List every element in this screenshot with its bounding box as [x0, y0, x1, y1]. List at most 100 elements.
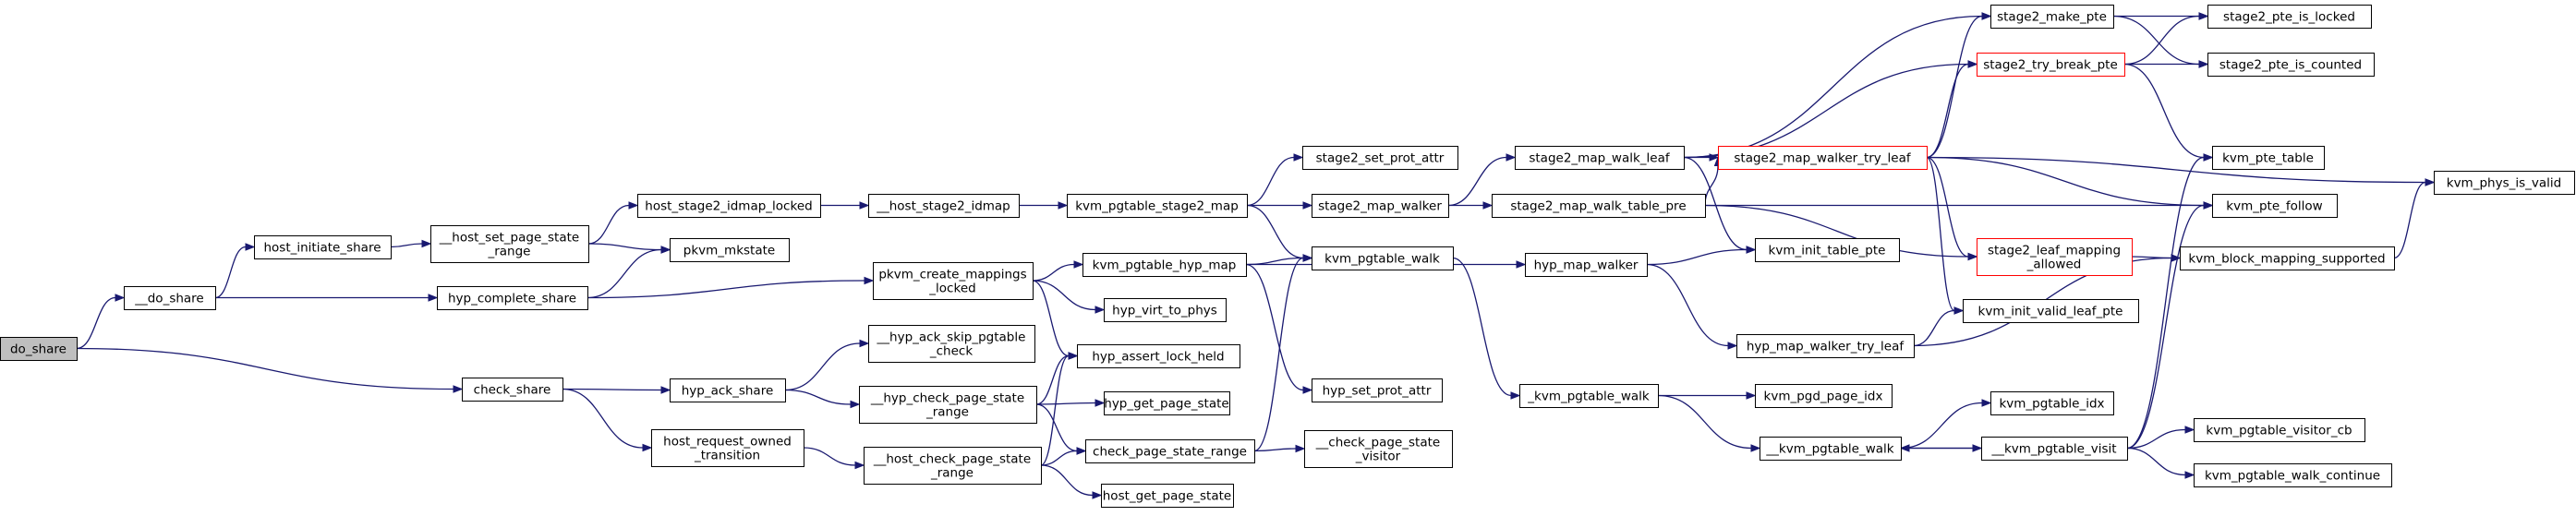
- node-hyp-complete-share[interactable]: hyp_complete_share: [437, 286, 588, 310]
- node-label: _range: [487, 245, 530, 259]
- node-label: host_initiate_share: [263, 241, 381, 256]
- node-hyp-virt-to-phys[interactable]: hyp_virt_to_phys: [1104, 298, 1227, 322]
- node-host-stage2-idmap[interactable]: __host_stage2_idmap: [868, 194, 1020, 218]
- node-label: hyp_get_page_state: [1104, 397, 1228, 412]
- node-label: __check_page_state: [1315, 436, 1440, 450]
- arrow-head-icon: [1094, 306, 1106, 314]
- node-host-get-page-state[interactable]: host_get_page_state: [1101, 484, 1234, 508]
- edge-line: [1646, 248, 1748, 266]
- edge-stage2-map-walk-leaf-to-stage2-try-break-pte: [1683, 60, 1978, 159]
- node-kvm-phys-is-valid[interactable]: kvm_phys_is_valid: [2434, 171, 2575, 195]
- node-host-set-page-state-range[interactable]: __host_set_page_state_range: [430, 225, 589, 263]
- node-box: [868, 194, 1020, 218]
- node-label: _visitor: [1355, 450, 1401, 464]
- node-box: [1104, 298, 1227, 322]
- node-label: host_request_owned: [663, 435, 792, 450]
- edge-kvm-pgtable-walk-to-kvm-pgd-page-idx: [1657, 391, 1757, 400]
- node-host-check-page-state-range[interactable]: __host_check_page_state_range: [864, 447, 1042, 485]
- node-box: [1981, 437, 2128, 461]
- node-kvm-pgtable-visit[interactable]: __kvm_pgtable_visit: [1981, 437, 2128, 461]
- node-host-initiate-share[interactable]: host_initiate_share: [254, 235, 392, 259]
- node-kvm-pgd-page-idx[interactable]: kvm_pgd_page_idx: [1755, 384, 1893, 408]
- node-do-share[interactable]: do_share: [0, 337, 78, 361]
- edge-check-share-to-host-request-owned-transition: [562, 388, 653, 452]
- edge-host-check-page-state-range-to-check-page-state-range: [1040, 447, 1087, 466]
- edge-stage2-map-walker-to-stage2-map-walk-table-pre: [1448, 201, 1494, 210]
- node-box: [0, 337, 78, 361]
- node-hyp-get-page-state[interactable]: hyp_get_page_state: [1104, 391, 1230, 415]
- node-pkvm-mkstate[interactable]: pkvm_mkstate: [670, 238, 790, 262]
- edge-stage2-map-walker-try-leaf-to-stage2-try-break-pte: [1926, 60, 1978, 159]
- node-kvm-pgtable-walk[interactable]: _kvm_pgtable_walk: [1519, 384, 1659, 408]
- edge-hyp-map-walker-to-kvm-init-table-pte: [1646, 246, 1757, 266]
- arrow-head-icon: [642, 443, 653, 452]
- node-check-page-state-range[interactable]: check_page_state_range: [1085, 439, 1255, 463]
- node-label: stage2_map_walk_table_pre: [1510, 199, 1686, 214]
- edge-line: [1646, 263, 1729, 347]
- node-hyp-map-walker[interactable]: hyp_map_walker: [1525, 253, 1648, 277]
- edge-hyp-ack-share-to-hyp-check-page-state-range: [784, 389, 861, 409]
- node-kvm-pte-table[interactable]: kvm_pte_table: [2212, 146, 2325, 170]
- node-hyp-map-walker-try-leaf[interactable]: hyp_map_walker_try_leaf: [1736, 334, 1915, 358]
- node-stage2-map-walk-leaf[interactable]: stage2_map_walk_leaf: [1515, 146, 1685, 170]
- node-label: check_page_state_range: [1093, 445, 1247, 460]
- node-kvm-pgtable-visitor-cb[interactable]: kvm_pgtable_visitor_cb: [2194, 418, 2365, 442]
- arrow-head-icon: [421, 239, 432, 248]
- node-kvm-pgtable-hyp-map[interactable]: kvm_pgtable_hyp_map: [1082, 253, 1247, 277]
- edge-kvm-pgtable-visit-to-kvm-pte-table: [2126, 153, 2214, 450]
- node-stage2-pte-is-counted[interactable]: stage2_pte_is_counted: [2207, 53, 2375, 77]
- edge-host-initiate-share-to-host-set-page-state-range: [390, 239, 432, 248]
- node-host-request-owned-transition[interactable]: host_request_owned_transition: [651, 429, 804, 467]
- node-stage2-make-pte[interactable]: stage2_make_pte: [1990, 5, 2114, 29]
- node-check-share[interactable]: check_share: [462, 378, 563, 402]
- arrow-head-icon: [245, 243, 256, 251]
- node-box: [1977, 53, 2125, 77]
- node-stage2-leaf-mapping-allowed[interactable]: stage2_leaf_mapping_allowed: [1977, 238, 2133, 276]
- node-kvm-init-table-pte[interactable]: kvm_init_table_pte: [1755, 238, 1900, 262]
- node-kvm-block-mapping-supported[interactable]: kvm_block_mapping_supported: [2180, 246, 2395, 270]
- node-stage2-map-walker-try-leaf[interactable]: stage2_map_walker_try_leaf: [1718, 146, 1928, 170]
- arrow-head-icon: [1302, 201, 1313, 210]
- node-kvm-pte-follow[interactable]: kvm_pte_follow: [2212, 194, 2338, 218]
- node-do-share[interactable]: __do_share: [124, 286, 216, 310]
- edge-line: [1926, 156, 2426, 184]
- node-hyp-set-prot-attr[interactable]: hyp_set_prot_attr: [1312, 378, 1443, 402]
- node-label: __host_stage2_idmap: [876, 199, 1010, 214]
- node-kvm-pgtable-walk-continue[interactable]: kvm_pgtable_walk_continue: [2194, 463, 2392, 487]
- node-kvm-init-valid-leaf-pte[interactable]: kvm_init_valid_leaf_pte: [1963, 299, 2139, 323]
- edge-line: [1032, 263, 1075, 282]
- edge-line: [214, 246, 247, 299]
- node-box: [651, 429, 804, 467]
- edge-do-share-to-hyp-complete-share: [215, 294, 439, 302]
- edge-hyp-check-page-state-range-to-check-page-state-range: [1035, 403, 1087, 455]
- node-box: [2207, 5, 2372, 29]
- node-hyp-check-page-state-range[interactable]: __hyp_check_page_state_range: [859, 386, 1037, 424]
- node-kvm-pgtable-walk[interactable]: __kvm_pgtable_walk: [1760, 437, 1902, 461]
- edge-stage2-map-walk-table-pre-to-kvm-pte-follow: [1705, 201, 2214, 210]
- arrow-head-icon: [1058, 201, 1069, 210]
- edge-hyp-check-page-state-range-to-hyp-get-page-state: [1035, 399, 1106, 407]
- node-stage2-set-prot-attr[interactable]: stage2_set_prot_attr: [1302, 146, 1458, 170]
- node-stage2-map-walker[interactable]: stage2_map_walker: [1312, 194, 1449, 218]
- edge-host-check-page-state-range-to-host-get-page-state: [1040, 464, 1103, 499]
- node-check-page-state-visitor[interactable]: __check_page_state_visitor: [1304, 430, 1453, 468]
- node-kvm-pgtable-walk[interactable]: kvm_pgtable_walk: [1312, 246, 1454, 270]
- node-label: hyp_ack_share: [682, 384, 774, 399]
- node-pkvm-create-mappings-locked[interactable]: pkvm_create_mappings_locked: [873, 262, 1034, 300]
- edge-kvm-pgtable-visit-to-kvm-pgtable-walk: [1899, 444, 1982, 452]
- node-kvm-pgtable-stage2-map[interactable]: kvm_pgtable_stage2_map: [1067, 194, 1248, 218]
- node-box: [1104, 391, 1230, 415]
- node-hyp-ack-skip-pgtable-check[interactable]: __hyp_ack_skip_pgtable_check: [868, 325, 1035, 363]
- node-stage2-pte-is-locked[interactable]: stage2_pte_is_locked: [2207, 5, 2372, 29]
- node-stage2-try-break-pte[interactable]: stage2_try_break_pte: [1977, 53, 2125, 77]
- node-stage2-map-walk-table-pre[interactable]: stage2_map_walk_table_pre: [1492, 194, 1706, 218]
- node-hyp-assert-lock-held[interactable]: hyp_assert_lock_held: [1077, 344, 1240, 368]
- edge-check-page-state-range-to-kvm-pgtable-walk: [1253, 254, 1313, 452]
- node-box: [1755, 238, 1900, 262]
- edge-line: [1926, 156, 2205, 207]
- node-kvm-pgtable-idx[interactable]: kvm_pgtable_idx: [1990, 391, 2114, 415]
- node-hyp-ack-share[interactable]: hyp_ack_share: [670, 378, 786, 402]
- arrow-head-icon: [1510, 391, 1521, 400]
- node-host-stage2-idmap-locked[interactable]: host_stage2_idmap_locked: [637, 194, 821, 218]
